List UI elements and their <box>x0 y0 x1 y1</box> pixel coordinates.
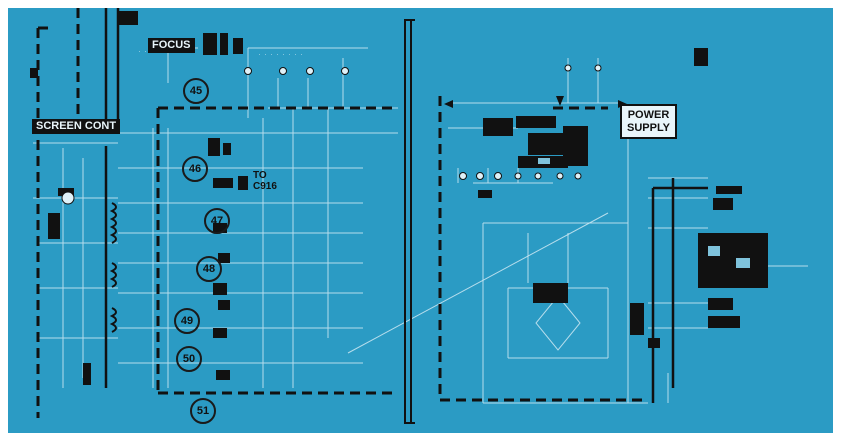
screen-cont-label: SCREEN CONT <box>32 119 121 134</box>
callout-47: 47 <box>204 208 230 234</box>
schematic-lines <box>30 8 808 424</box>
callout-46: 46 <box>182 156 208 182</box>
callout-51: 51 <box>190 398 216 424</box>
schematic-diagram: · · · · · · · · · · · · FOCUS SCREEN CON… <box>8 8 833 433</box>
focus-label: FOCUS <box>148 38 195 53</box>
callout-50: 50 <box>176 346 202 372</box>
callout-45: 45 <box>183 78 209 104</box>
to-c916-label: TO C916 <box>253 170 277 192</box>
power-supply-label: POWER SUPPLY <box>620 104 678 140</box>
crt-pins-annotation: · · · · · · · · <box>258 52 304 58</box>
callout-49: 49 <box>174 308 200 334</box>
callout-48: 48 <box>196 256 222 282</box>
